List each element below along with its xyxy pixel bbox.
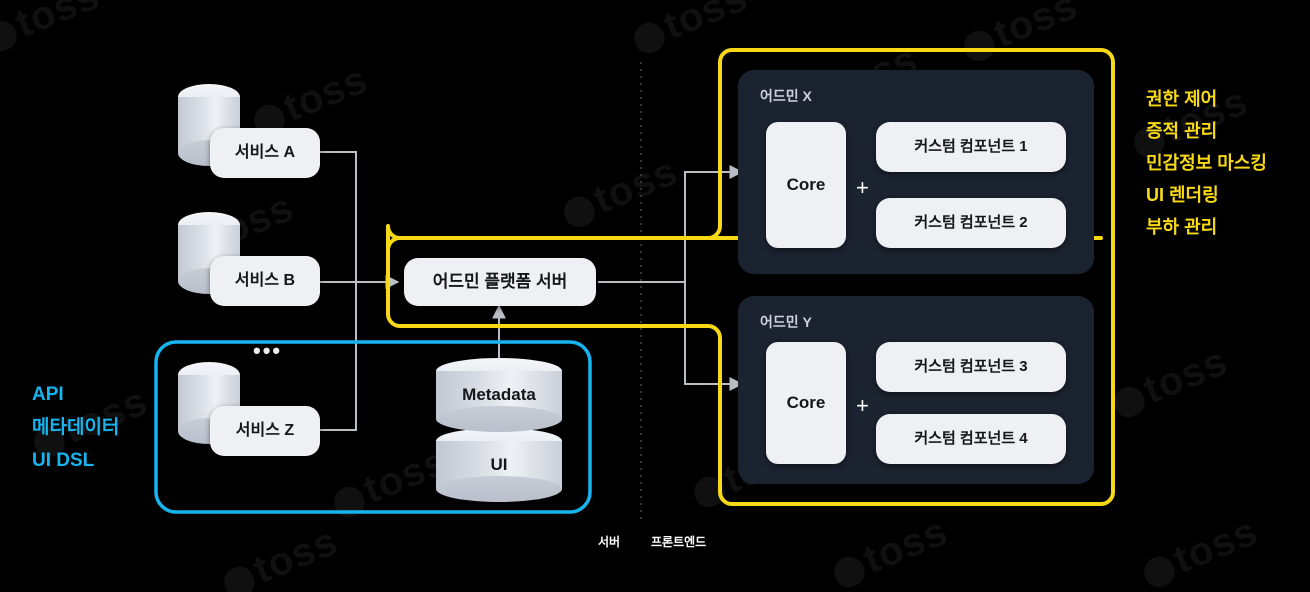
cylinder-bottom — [436, 476, 562, 502]
metadata-datastore[interactable]: Metadata — [436, 358, 562, 432]
service-b-label: 서비스 B — [234, 272, 296, 290]
divider-label-frontend: 프론트엔드 — [651, 535, 707, 549]
admin-y-panel[interactable]: 어드민 Y Core + 커스텀 컴포넌트 3 커스텀 컴포넌트 4 — [738, 296, 1094, 484]
service-z-node[interactable]: 서비스 Z — [210, 406, 320, 456]
admin-y-component-4-label: 커스텀 컴포넌트 4 — [914, 430, 1028, 447]
admin-x-title: 어드민 X — [760, 88, 812, 104]
admin-y-core-node[interactable]: Core — [766, 342, 846, 464]
right-legend-item: 증적 관리 — [1146, 121, 1218, 141]
left-legend-item: API — [32, 384, 64, 405]
admin-platform-server-node[interactable]: 어드민 플랫폼 서버 — [404, 258, 596, 306]
right-legend-item: UI 렌더링 — [1146, 185, 1219, 205]
admin-y-core-label: Core — [786, 392, 826, 412]
blue-scope-outline — [154, 340, 592, 514]
admin-x-panel[interactable]: 어드민 X Core + 커스텀 컴포넌트 1 커스텀 컴포넌트 2 — [738, 70, 1094, 274]
admin-x-component-1[interactable]: 커스텀 컴포넌트 1 — [876, 122, 1066, 172]
right-legend-item: 민감정보 마스킹 — [1146, 153, 1267, 173]
service-b-node[interactable]: 서비스 B — [210, 256, 320, 306]
admin-platform-server-label: 어드민 플랫폼 서버 — [432, 271, 568, 291]
admin-x-component-2[interactable]: 커스텀 컴포넌트 2 — [876, 198, 1066, 248]
admin-y-component-3[interactable]: 커스텀 컴포넌트 3 — [876, 342, 1066, 392]
admin-x-core-label: Core — [786, 174, 826, 194]
right-legend-item: 부하 관리 — [1146, 217, 1218, 237]
left-legend-item: UI DSL — [32, 450, 95, 471]
admin-x-component-2-label: 커스텀 컴포넌트 2 — [914, 214, 1028, 231]
ui-label: UI — [490, 455, 508, 474]
admin-y-plus-symbol: + — [856, 393, 869, 418]
service-z-label: 서비스 Z — [235, 422, 295, 440]
divider-label-server: 서버 — [598, 535, 621, 549]
left-legend: API 메타데이터 UI DSL — [32, 378, 119, 477]
admin-x-core-node[interactable]: Core — [766, 122, 846, 248]
more-services-ellipsis: ••• — [253, 338, 283, 363]
left-legend-item: 메타데이터 — [32, 417, 120, 438]
right-legend-item: 권한 제어 — [1146, 89, 1218, 109]
admin-x-component-1-label: 커스텀 컴포넌트 1 — [914, 138, 1028, 155]
cylinder-bottom — [436, 406, 562, 432]
wire-service-a — [320, 151, 357, 282]
wire-service-z — [320, 282, 357, 431]
metadata-label: Metadata — [462, 385, 536, 404]
service-a-label: 서비스 A — [234, 144, 296, 162]
service-a-node[interactable]: 서비스 A — [210, 128, 320, 178]
wire-server-to-admin-y — [684, 282, 744, 391]
yellow-outline-left-loop — [386, 48, 1115, 506]
admin-y-component-4[interactable]: 커스텀 컴포넌트 4 — [876, 414, 1066, 464]
ui-datastore[interactable]: UI — [436, 428, 562, 502]
wire-server-to-admin-x — [684, 165, 744, 282]
admin-y-component-3-label: 커스텀 컴포넌트 3 — [914, 358, 1028, 375]
admin-y-title: 어드민 Y — [760, 314, 812, 330]
admin-x-plus-symbol: + — [856, 175, 869, 200]
right-legend: 권한 제어 증적 관리 민감정보 마스킹 UI 렌더링 부하 관리 — [1146, 83, 1267, 243]
